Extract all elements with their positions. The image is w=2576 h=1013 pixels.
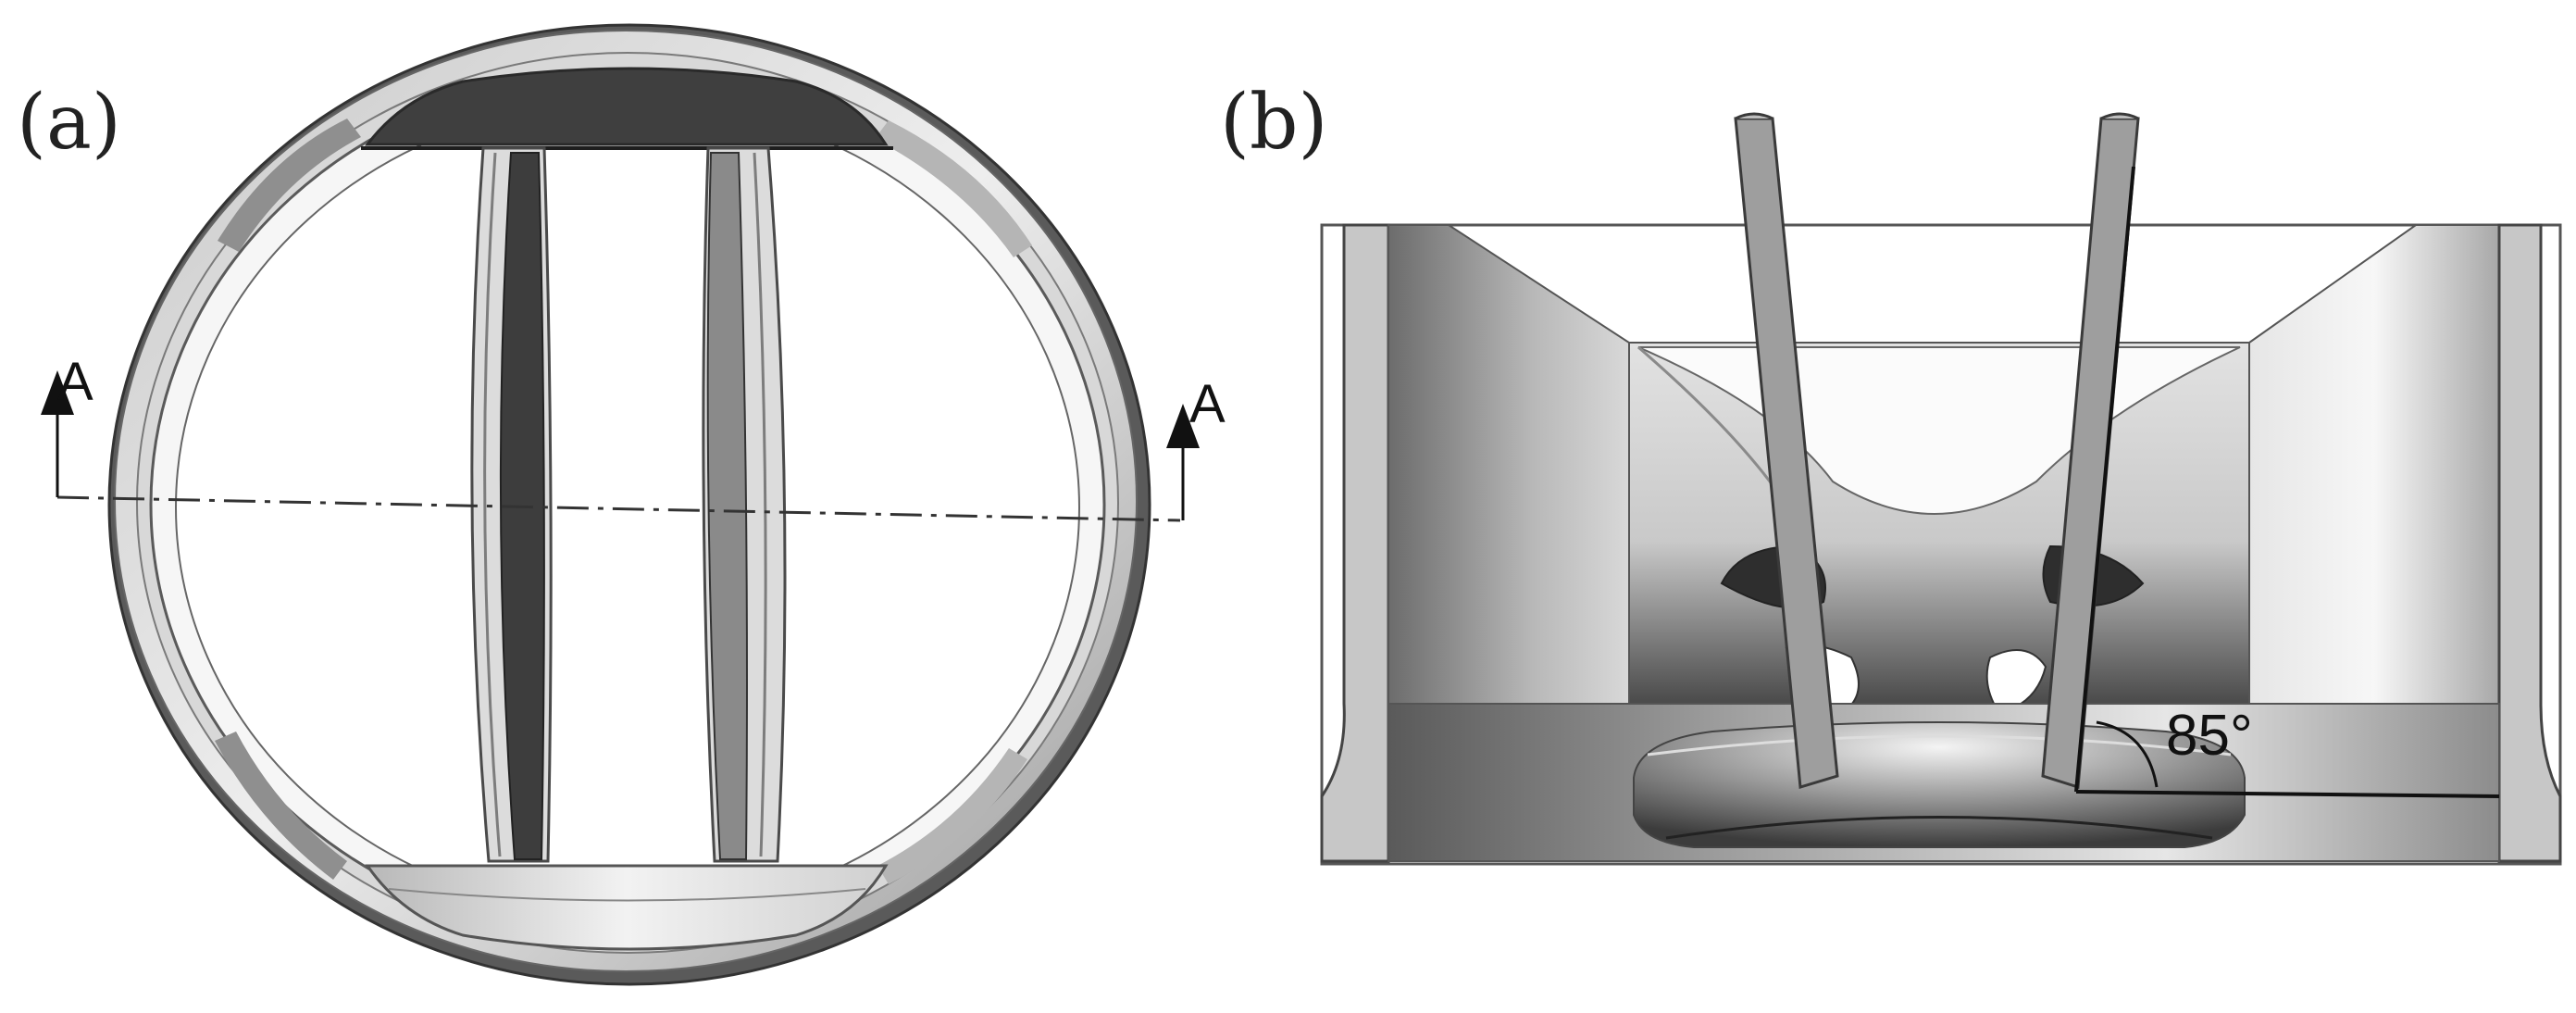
blade-right-top xyxy=(2100,112,2139,120)
ring-segment-right-top xyxy=(875,120,1032,257)
bowl xyxy=(1633,721,2246,848)
section-label-left: A xyxy=(57,352,93,412)
bottom-plate-edge xyxy=(388,888,866,902)
bowl-rim xyxy=(1647,734,2232,757)
bowl-floor-arc xyxy=(1665,816,2213,840)
left-wall xyxy=(1388,224,1630,705)
right-wall-post xyxy=(2497,223,2562,863)
angle-label: 85° xyxy=(2166,704,2253,768)
panel-b-label: (b) xyxy=(1220,79,1327,167)
right-wall xyxy=(2248,224,2500,705)
inner-opening xyxy=(175,99,1080,916)
ring-segment-left-bottom xyxy=(215,732,347,880)
angle-arc xyxy=(2096,720,2159,788)
vane-right-edge xyxy=(753,152,767,857)
panel-b: (b) 85° xyxy=(1220,79,2562,866)
panel-a-label: (a) xyxy=(17,79,121,167)
blade-right-dark-edge xyxy=(2074,166,2135,793)
section-arrow-left-icon xyxy=(41,370,74,415)
ring-segment-left-top xyxy=(218,119,361,252)
housing-outline xyxy=(1320,223,2562,866)
panel-a: (a) A A xyxy=(17,23,1226,986)
section-arrow-right-icon xyxy=(1166,404,1200,448)
top-plate xyxy=(365,67,889,146)
vane-right-blade xyxy=(706,152,748,860)
section-label-right: A xyxy=(1189,374,1226,434)
section-line xyxy=(56,495,1181,522)
bottom-plate xyxy=(365,864,889,951)
ring-segment-right-bottom xyxy=(877,748,1027,884)
hole-right-lower xyxy=(1985,649,2047,715)
blade-left-top xyxy=(1735,112,1773,120)
vane-left-edge xyxy=(483,152,502,857)
left-wall-post xyxy=(1320,223,1390,863)
angle-reference-line xyxy=(2075,790,2500,798)
